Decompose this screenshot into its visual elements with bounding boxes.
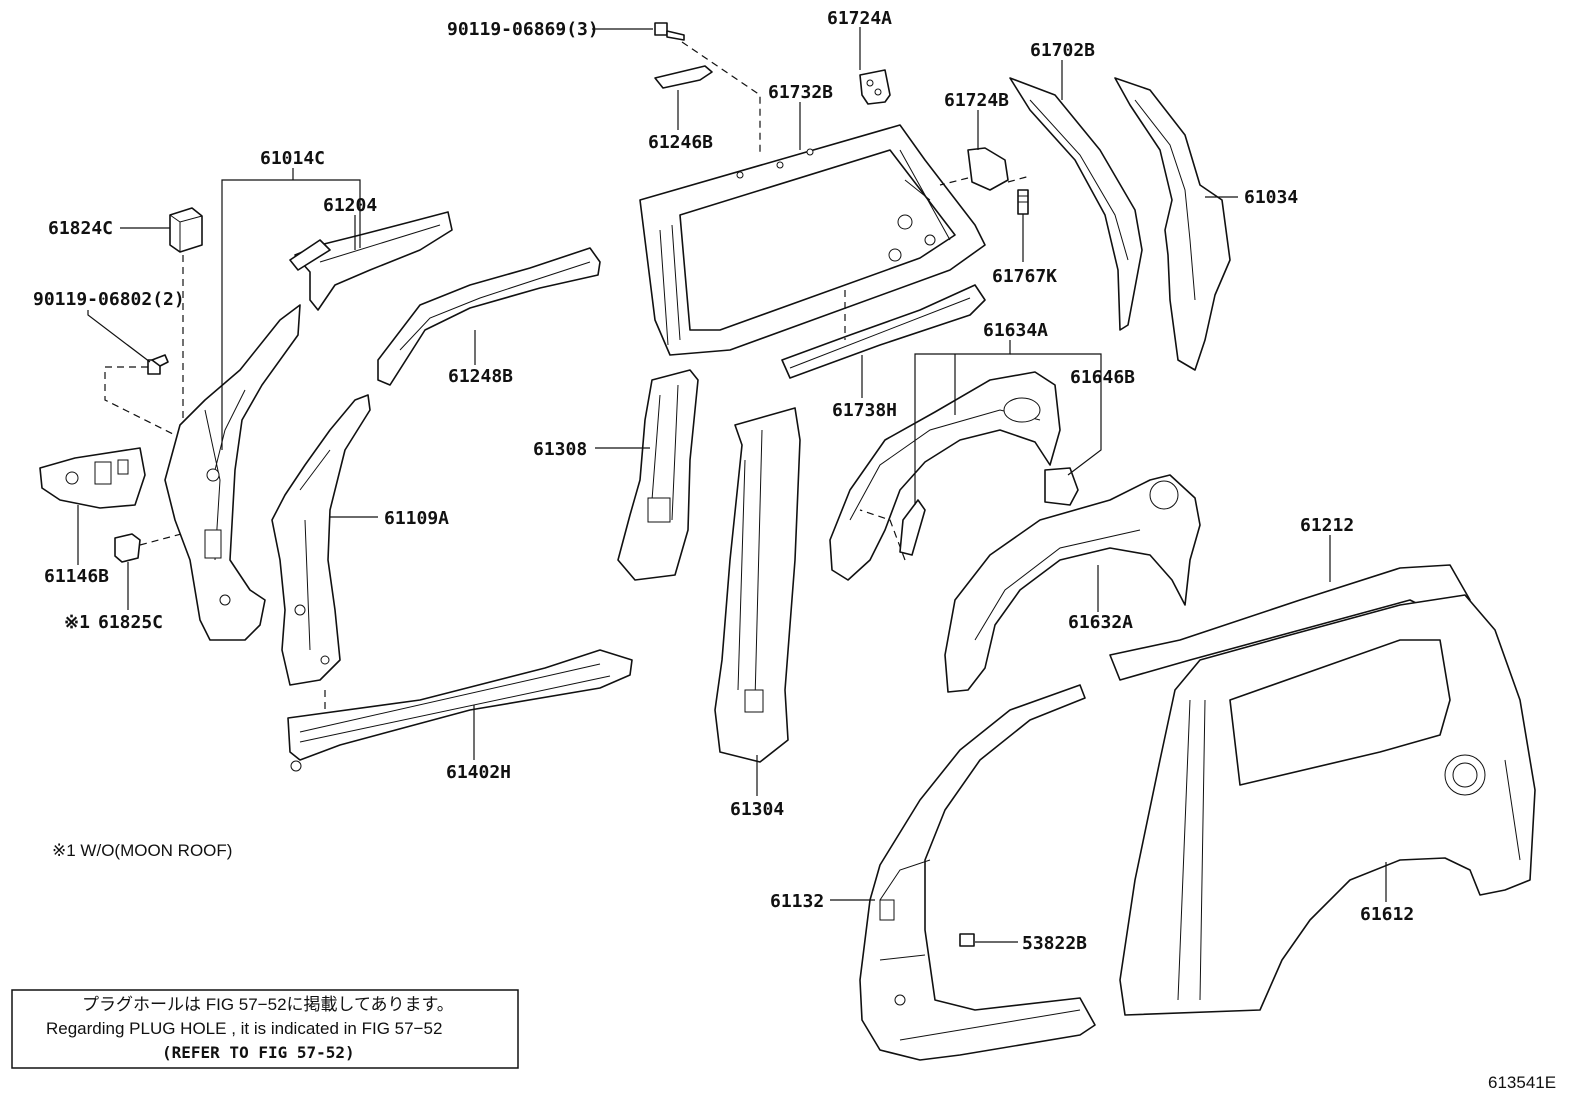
label-61724A: 61724A [827,8,892,29]
quarter-panel-61612 [1119,594,1536,1016]
label-61212: 61212 [1300,515,1354,536]
pad-61825C [114,533,141,563]
bracket-61146B [39,447,146,509]
label-61632A: 61632A [1068,612,1133,633]
label-61738H: 61738H [832,400,897,421]
label-61248B: 61248B [448,366,513,387]
label-61646B: 61646B [1070,367,1135,388]
label-90119-06802: 90119-06802(2) [33,289,185,310]
leader-lines [77,27,1387,943]
part-labels: 90119-06869(3) 61724A 61702B 61732B 6172… [33,8,1414,954]
pillar-61304 [714,407,801,763]
pillar-61308 [617,369,699,581]
label-61014C: 61014C [260,148,325,169]
bracket-61724B [967,147,1009,191]
label-61767K: 61767K [992,266,1057,287]
bolt-61767K [1017,189,1029,215]
wheelhouse-61634A [829,371,1061,581]
label-61612: 61612 [1360,904,1414,925]
screw-90119-06802 [147,354,169,375]
plug-note-en: Regarding PLUG HOLE , it is indicated in… [46,1019,442,1038]
rail-61204 [289,211,453,311]
label-61204: 61204 [323,195,377,216]
reinforcement-61034 [1114,77,1231,371]
pillar-61014C [164,304,301,641]
label-61724B: 61724B [944,90,1009,111]
bracket-61246B [654,65,713,89]
label-90119-06869: 90119-06869(3) [447,19,599,40]
label-61109A: 61109A [384,508,449,529]
figure-id: 613541E [1488,1073,1556,1092]
label-61146B: 61146B [44,566,109,587]
wheelhouse-61632A [944,474,1201,693]
moonroof-note: ※1 W/O(MOON ROOF) [52,841,232,860]
label-61034: 61034 [1244,187,1298,208]
plug-hole-note-box: プラグホールは FIG 57−52に掲載してあります。 Regarding PL… [11,989,519,1069]
pillar-inner-61109A [271,394,371,686]
rail-61738H [781,284,986,379]
bracket-61646B [1044,467,1079,506]
label-61304: 61304 [730,799,784,820]
label-61825C: 61825C [98,612,163,633]
label-61702B: 61702B [1030,40,1095,61]
screw-90119-06869 [654,22,685,41]
reinforcement-61702B [1009,77,1143,331]
pad-61824C [169,207,203,253]
plug-note-ref: (REFER TO FIG 57-52) [162,1043,355,1062]
bracket-61724A [859,69,891,105]
rail-61248B [377,247,601,386]
label-61132: 61132 [770,891,824,912]
note-mark-1: ※1 [64,612,90,633]
label-61824C: 61824C [48,218,113,239]
label-61634A: 61634A [983,320,1048,341]
label-61402H: 61402H [446,762,511,783]
plug-note-jp: プラグホールは FIG 57−52に掲載してあります。 [82,995,454,1014]
frame-61732B [639,124,986,356]
pillar-outer-61132 [859,684,1096,1061]
label-53822B: 53822B [1022,933,1087,954]
label-61246B: 61246B [648,132,713,153]
rocker-61402H [287,649,633,772]
clip-53822B [959,933,975,947]
bracket-small [899,499,926,556]
label-61308: 61308 [533,439,587,460]
label-61732B: 61732B [768,82,833,103]
